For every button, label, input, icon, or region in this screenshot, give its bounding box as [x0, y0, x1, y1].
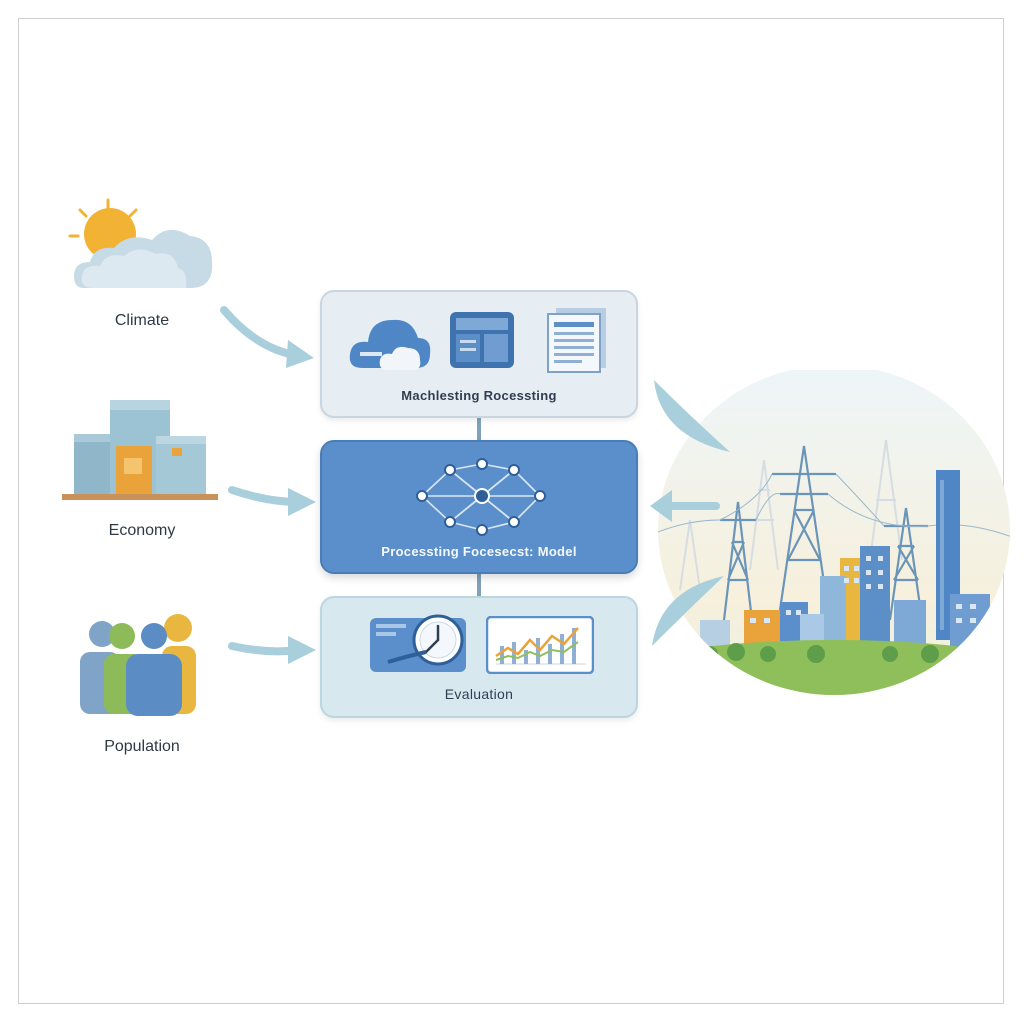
- population-label: Population: [104, 738, 180, 755]
- economy-label: Economy: [108, 522, 176, 539]
- economy-arrow: [228, 486, 316, 516]
- gauge-icon: [370, 614, 466, 672]
- preprocessing-stage-box[interactable]: Machlesting Rocessting: [320, 290, 638, 418]
- population-arrow: [228, 636, 316, 664]
- evaluation-stage-title: Evaluation: [444, 686, 514, 702]
- climate-arrow: [220, 306, 314, 368]
- boxes-icon: [62, 400, 218, 500]
- preprocessing-stage-title: Machlesting Rocessting: [401, 388, 557, 403]
- climate-label: Climate: [114, 312, 170, 329]
- power-grid-city-illustration: [658, 370, 1010, 695]
- connector-line: [477, 418, 481, 442]
- sun-cloud-icon: [68, 198, 213, 288]
- forecast-model-stage-box[interactable]: Processting Focesecst: Model: [320, 440, 638, 574]
- neural-network-icon: [416, 458, 546, 536]
- forecast-model-stage-title: Processting Focesecst: Model: [381, 544, 577, 559]
- output-arrow-top: [654, 380, 730, 452]
- evaluation-stage-box[interactable]: Evaluation: [320, 596, 638, 718]
- connector-line: [477, 574, 481, 596]
- feedback-arrow: [650, 490, 720, 522]
- document-icon: [547, 308, 606, 373]
- people-icon: [80, 614, 196, 716]
- server-icon: [450, 312, 514, 368]
- line-chart-icon: [486, 616, 594, 674]
- cloud-icon: [349, 319, 431, 370]
- output-arrow-bottom: [652, 576, 724, 646]
